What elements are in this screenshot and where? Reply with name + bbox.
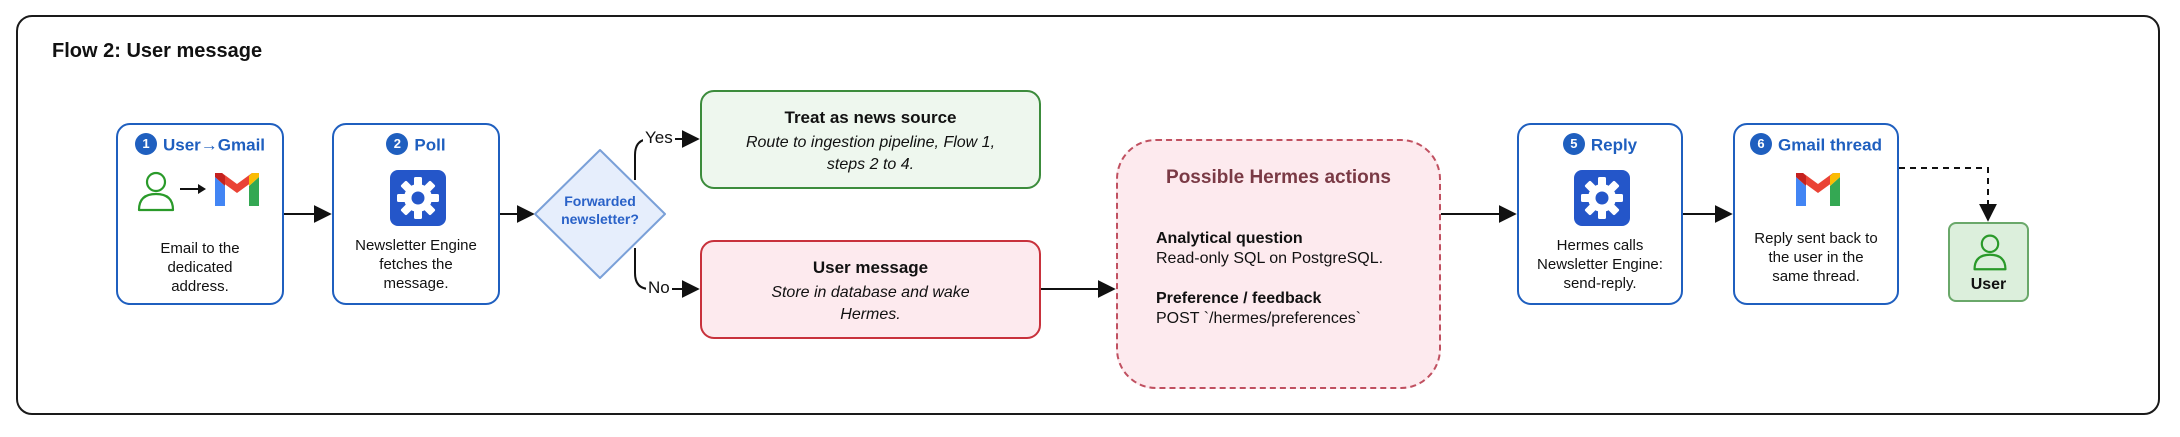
edge-label-yes: Yes: [643, 128, 675, 148]
news-source-description: Route to ingestion pipeline, Flow 1, ste…: [745, 134, 996, 173]
edge-label-no: No: [646, 278, 672, 298]
step-description: Reply sent back to the user in the same …: [1754, 230, 1878, 285]
user-message-title: User message: [812, 258, 929, 277]
decision-diamond: [534, 149, 666, 279]
hermes-actions-title: Possible Hermes actions: [1166, 167, 1391, 188]
news-source-title: Treat as news source: [784, 108, 957, 127]
step-title: Poll: [414, 135, 446, 155]
step-description: Email to the dedicated address.: [160, 240, 240, 295]
gmail-icon: [1793, 169, 1843, 214]
gear-icon: [1574, 170, 1630, 226]
step-title: User→Gmail: [162, 135, 266, 155]
action-description: POST `/hermes/preferences`: [1156, 310, 1362, 327]
action-item: Preference / feedback POST `/hermes/pref…: [1156, 289, 1361, 329]
action-item: Analytical question Read-only SQL on Pos…: [1156, 229, 1383, 269]
step-number-badge: 1: [134, 133, 157, 155]
arrow-icon: [178, 181, 208, 202]
gear-icon: [390, 170, 446, 226]
end-user-box: User: [1948, 222, 2029, 302]
action-description: Read-only SQL on PostgreSQL.: [1156, 250, 1384, 267]
user-message-description: Store in database and wake Hermes.: [771, 284, 970, 323]
page-title: Flow 2: User message: [52, 40, 263, 62]
edge-thread-to-user: [1899, 167, 1997, 222]
flow-frame: [16, 15, 2160, 415]
user-icon: [134, 169, 178, 218]
step-description: Hermes calls Newsletter Engine: send-rep…: [1537, 237, 1663, 292]
step-number-badge: 6: [1750, 133, 1773, 155]
user-icon: [1970, 232, 2010, 277]
step-title: Gmail thread: [1778, 135, 1882, 155]
step-title: Reply: [1590, 135, 1638, 155]
news-source-box: Treat as news source Route to ingestion …: [700, 90, 1041, 189]
hermes-actions-box: Possible Hermes actions Analytical quest…: [1116, 139, 1441, 389]
step-number-badge: 5: [1562, 133, 1585, 155]
step-number-badge: 2: [386, 133, 409, 155]
action-title: Analytical question: [1156, 230, 1303, 247]
user-message-box: User message Store in database and wake …: [700, 240, 1041, 339]
end-user-label: User: [1970, 276, 2007, 293]
decision-label: Forwarded newsletter?: [561, 193, 639, 227]
step-description: Newsletter Engine fetches the message.: [355, 237, 477, 292]
action-title: Preference / feedback: [1156, 290, 1322, 307]
gmail-icon: [212, 169, 262, 214]
